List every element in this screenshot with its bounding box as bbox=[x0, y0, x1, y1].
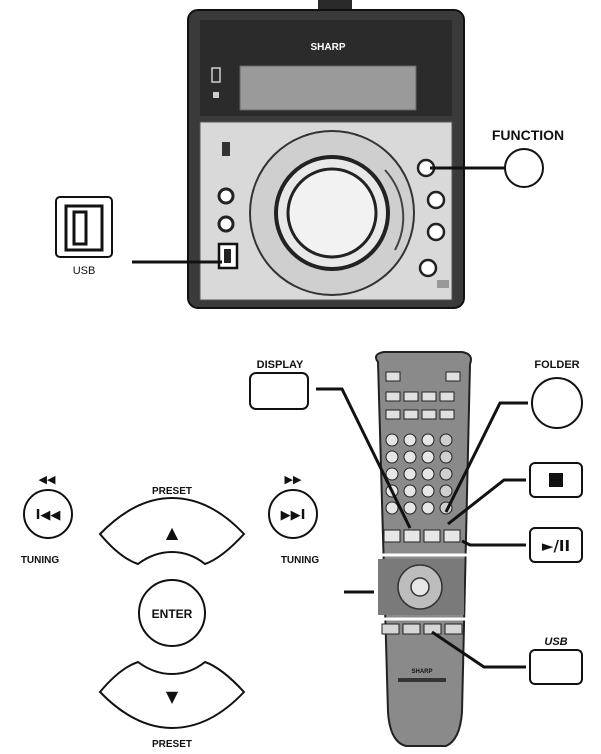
prev-tuning-button[interactable] bbox=[23, 489, 73, 539]
remote-transport-key[interactable] bbox=[423, 529, 441, 543]
enter-label: ENTER bbox=[152, 607, 193, 621]
usb-callout: USB bbox=[55, 196, 222, 277]
remote-brand: SHARP bbox=[411, 669, 432, 675]
remote-top-keys bbox=[385, 371, 461, 420]
unit-left-button[interactable] bbox=[217, 187, 235, 205]
remote-number-key[interactable] bbox=[421, 501, 435, 515]
previous-track-icon: I◀◀ bbox=[36, 508, 61, 523]
preset-down-button[interactable] bbox=[98, 660, 246, 730]
next-tuning-button[interactable] bbox=[268, 489, 318, 539]
remote-number-key[interactable] bbox=[421, 484, 435, 498]
remote-small-key[interactable] bbox=[385, 391, 401, 402]
usb-remote-label: USB bbox=[544, 636, 567, 648]
usb-port-icon bbox=[72, 210, 88, 246]
remote-number-key[interactable] bbox=[385, 450, 399, 464]
remote-number-keys bbox=[383, 433, 461, 543]
remote-number-key[interactable] bbox=[439, 433, 453, 447]
remote-small-key[interactable] bbox=[403, 391, 419, 402]
remote-number-key[interactable] bbox=[403, 467, 417, 481]
display-callout-button[interactable] bbox=[249, 372, 309, 410]
unit-logo-mark bbox=[437, 280, 449, 288]
folder-callout-line bbox=[444, 401, 528, 513]
function-callout-button[interactable] bbox=[504, 148, 544, 188]
preset-bottom-label: PRESET bbox=[152, 739, 192, 750]
remote-small-key[interactable] bbox=[385, 409, 401, 420]
remote-number-key[interactable] bbox=[403, 433, 417, 447]
unit-left-button[interactable] bbox=[217, 215, 235, 233]
remote-number-key[interactable] bbox=[421, 450, 435, 464]
remote-small-key[interactable] bbox=[421, 409, 437, 420]
down-arrow-icon: ▼ bbox=[166, 687, 179, 706]
unit-brand: SHARP bbox=[310, 42, 345, 53]
remote-small-key[interactable] bbox=[445, 371, 461, 382]
remote-number-key[interactable] bbox=[421, 467, 435, 481]
tuning-left-label: TUNING bbox=[21, 555, 60, 566]
up-arrow-icon: ▲ bbox=[166, 523, 179, 542]
remote-bottom-key[interactable] bbox=[381, 623, 400, 635]
preset-top-label: PRESET bbox=[152, 486, 192, 497]
unit-display-window bbox=[239, 65, 417, 111]
unit-right-button[interactable] bbox=[418, 258, 438, 278]
remote-body bbox=[375, 351, 472, 747]
remote-transport-key[interactable] bbox=[403, 529, 421, 543]
stop-callout-line bbox=[447, 478, 526, 526]
remote-number-key[interactable] bbox=[421, 433, 435, 447]
function-label: FUNCTION bbox=[492, 127, 564, 143]
preset-up-button[interactable] bbox=[98, 496, 246, 566]
usb-remote-callout-button[interactable] bbox=[529, 649, 583, 685]
remote-brand-bar bbox=[398, 678, 446, 682]
remote-small-key[interactable] bbox=[403, 409, 419, 420]
remote-number-key[interactable] bbox=[403, 501, 417, 515]
remote-bottom-key[interactable] bbox=[444, 623, 463, 635]
enter-button[interactable] bbox=[138, 579, 206, 647]
remote-number-key[interactable] bbox=[439, 484, 453, 498]
remote-small-key[interactable] bbox=[421, 391, 437, 402]
remote-enter-key[interactable] bbox=[410, 577, 430, 597]
unit-right-button[interactable] bbox=[426, 190, 446, 210]
unit-indicator bbox=[211, 67, 221, 83]
rewind-icon: ◀◀ bbox=[39, 473, 56, 486]
fast-forward-icon: ▶▶ bbox=[285, 473, 302, 486]
jog-dial-arc bbox=[384, 169, 405, 251]
next-track-icon: ▶▶I bbox=[281, 508, 306, 523]
play-pause-callout-button[interactable] bbox=[529, 527, 583, 563]
stop-icon bbox=[549, 473, 563, 487]
remote-nav-highlight bbox=[372, 553, 470, 621]
folder-label: FOLDER bbox=[534, 359, 579, 371]
remote-number-key[interactable] bbox=[385, 501, 399, 515]
main-unit: SHARP bbox=[187, 0, 465, 309]
unit-right-button[interactable] bbox=[426, 222, 446, 242]
play-pause-icon: ►/II bbox=[542, 537, 570, 555]
usb-remote-callout-line bbox=[431, 630, 526, 669]
remote-number-key[interactable] bbox=[439, 467, 453, 481]
play-pause-callout-line bbox=[461, 539, 526, 547]
remote-number-key[interactable] bbox=[385, 433, 399, 447]
usb-port-icon bbox=[224, 249, 231, 263]
unit-usb-mini-icon bbox=[222, 142, 230, 156]
unit-indicator bbox=[213, 92, 219, 98]
remote-bottom-key[interactable] bbox=[402, 623, 421, 635]
remote-transport-key[interactable] bbox=[443, 529, 461, 543]
tuning-right-label: TUNING bbox=[281, 555, 320, 566]
remote-transport-key[interactable] bbox=[383, 529, 401, 543]
remote-number-key[interactable] bbox=[439, 450, 453, 464]
remote-small-key[interactable] bbox=[439, 409, 455, 420]
remote-number-key[interactable] bbox=[403, 484, 417, 498]
display-label: DISPLAY bbox=[257, 359, 304, 371]
display-callout-line bbox=[316, 387, 412, 529]
usb-callout-label: USB bbox=[73, 265, 96, 277]
remote-small-key[interactable] bbox=[385, 371, 401, 382]
remote-small-key[interactable] bbox=[439, 391, 455, 402]
jog-dial-center[interactable] bbox=[286, 167, 378, 259]
remote-number-key[interactable] bbox=[385, 467, 399, 481]
remote-control: SHARP bbox=[372, 351, 472, 747]
folder-callout-button[interactable] bbox=[531, 377, 583, 429]
remote-number-key[interactable] bbox=[403, 450, 417, 464]
